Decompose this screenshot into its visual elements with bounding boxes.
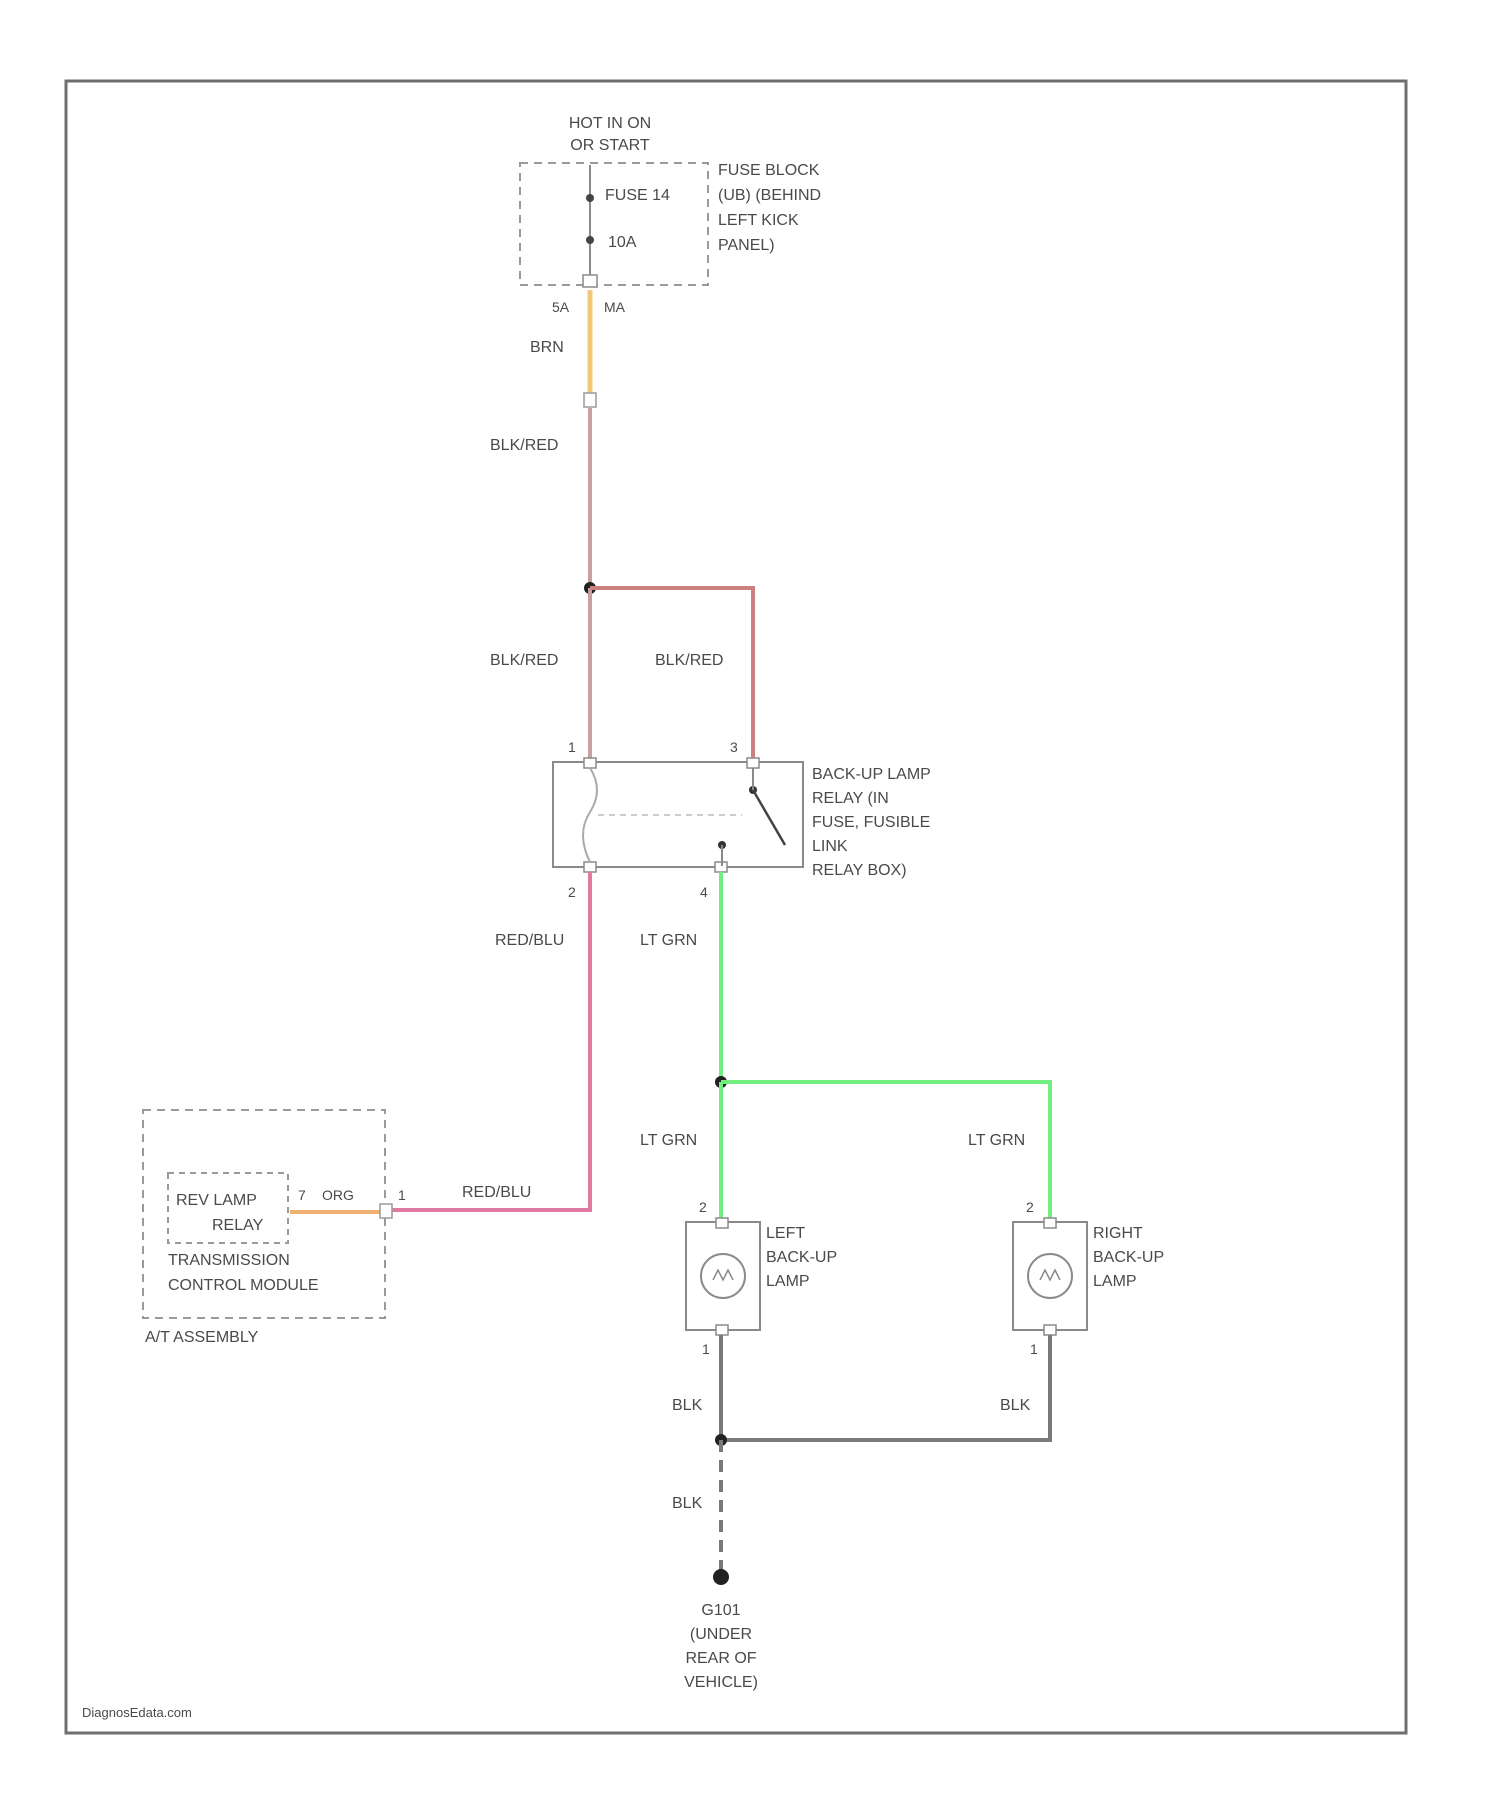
relay-terminal-3 — [747, 758, 759, 768]
fuse-connector — [583, 275, 597, 287]
relay-label-4: LINK — [812, 838, 848, 855]
fuse-pin-right: MA — [604, 299, 626, 315]
wire-label-red-blu-horizontal: RED/BLU — [462, 1184, 531, 1201]
wire-label-blk-red-right: BLK/RED — [655, 652, 723, 669]
ground-label-4: VEHICLE) — [684, 1674, 758, 1691]
left-lamp-terminal-bottom — [716, 1325, 728, 1335]
relay-terminal-2 — [584, 862, 596, 872]
relay-pin-1: 1 — [568, 739, 576, 755]
fuse-rating: 10A — [608, 234, 637, 251]
wire-blk-right — [721, 1335, 1050, 1440]
ground-label-2: (UNDER — [690, 1626, 752, 1643]
tcm-connector — [380, 1204, 392, 1218]
wire-label-red-blu-down: RED/BLU — [495, 932, 564, 949]
diagram-frame — [66, 81, 1406, 1733]
wire-lt-grn-right — [721, 1082, 1050, 1220]
wire-label-org: ORG — [322, 1187, 354, 1203]
right-lamp-bulb — [1028, 1254, 1072, 1298]
relay-terminal-1 — [584, 758, 596, 768]
inline-connector-1 — [584, 393, 596, 407]
ground-label-1: G101 — [701, 1602, 740, 1619]
right-lamp-label-2: BACK-UP — [1093, 1249, 1164, 1266]
fuse-block-label-4: PANEL) — [718, 237, 775, 254]
left-lamp-pin-bottom: 1 — [702, 1341, 710, 1357]
right-lamp-pin-bottom: 1 — [1030, 1341, 1038, 1357]
wire-label-blk-red-main: BLK/RED — [490, 437, 558, 454]
power-source-line2: OR START — [570, 137, 650, 154]
relay-pin-3: 3 — [730, 739, 738, 755]
left-lamp-pin-top: 2 — [699, 1199, 707, 1215]
fuse-terminal-bottom — [586, 236, 594, 244]
power-source-line1: HOT IN ON — [569, 115, 651, 132]
left-lamp-label-3: LAMP — [766, 1273, 810, 1290]
relay-label-5: RELAY BOX) — [812, 862, 907, 879]
fuse-block-box — [520, 163, 708, 285]
left-lamp-label-1: LEFT — [766, 1225, 805, 1242]
watermark: DiagnosEdata.com — [82, 1705, 192, 1720]
relay-label-3: FUSE, FUSIBLE — [812, 814, 930, 831]
left-lamp-label-2: BACK-UP — [766, 1249, 837, 1266]
fuse-terminal-top — [586, 194, 594, 202]
fuse-block-label-3: LEFT KICK — [718, 212, 799, 229]
tcm-pin-outer: 1 — [398, 1187, 406, 1203]
right-lamp-label-1: RIGHT — [1093, 1225, 1143, 1242]
at-assembly-label: A/T ASSEMBLY — [145, 1329, 259, 1346]
wire-label-lt-grn-left: LT GRN — [640, 1132, 697, 1149]
wire-red-blu — [392, 872, 590, 1210]
wire-label-lt-grn-down: LT GRN — [640, 932, 697, 949]
wire-label-blk-left: BLK — [672, 1397, 703, 1414]
left-lamp-terminal-top — [716, 1218, 728, 1228]
ground-point — [713, 1569, 729, 1585]
rev-lamp-relay-line2: RELAY — [212, 1217, 264, 1234]
wire-blk-red-right — [590, 588, 753, 762]
right-lamp-terminal-bottom — [1044, 1325, 1056, 1335]
relay-label-1: BACK-UP LAMP — [812, 766, 931, 783]
relay-pin-2: 2 — [568, 884, 576, 900]
right-lamp-label-3: LAMP — [1093, 1273, 1137, 1290]
relay-label-2: RELAY (IN — [812, 790, 889, 807]
wire-label-blk-red-left: BLK/RED — [490, 652, 558, 669]
ground-label-3: REAR OF — [685, 1650, 756, 1667]
fuse-name: FUSE 14 — [605, 187, 670, 204]
fuse-block-label-1: FUSE BLOCK — [718, 162, 820, 179]
tcm-pin-inner: 7 — [298, 1187, 306, 1203]
wire-label-blk-right: BLK — [1000, 1397, 1031, 1414]
fuse-pin-left: 5A — [552, 299, 570, 315]
wire-label-blk-ground: BLK — [672, 1495, 703, 1512]
tcm-line1: TRANSMISSION — [168, 1252, 290, 1269]
wire-label-brn: BRN — [530, 339, 564, 356]
right-lamp-pin-top: 2 — [1026, 1199, 1034, 1215]
right-lamp-terminal-top — [1044, 1218, 1056, 1228]
wire-label-lt-grn-right: LT GRN — [968, 1132, 1025, 1149]
relay-pin-4: 4 — [700, 884, 708, 900]
fuse-block-label-2: (UB) (BEHIND — [718, 187, 821, 204]
tcm-line2: CONTROL MODULE — [168, 1277, 319, 1294]
rev-lamp-relay-line1: REV LAMP — [176, 1192, 257, 1209]
left-lamp-bulb — [701, 1254, 745, 1298]
